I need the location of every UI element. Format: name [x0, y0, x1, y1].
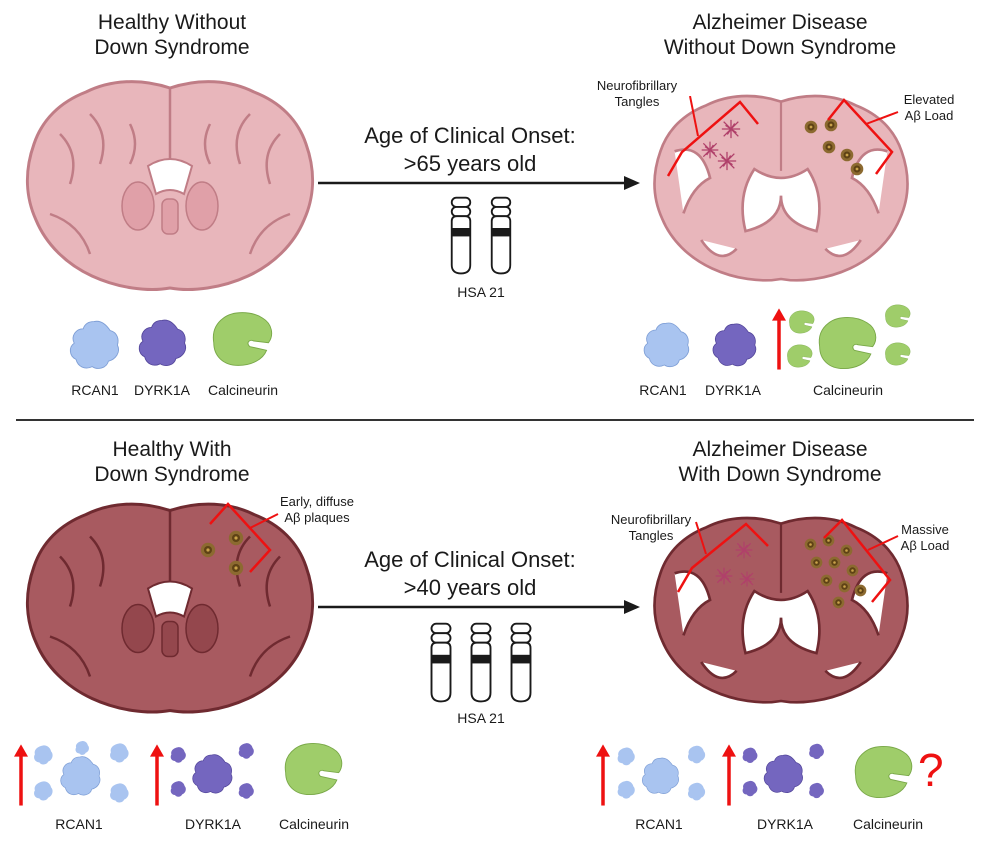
increase-arrow-icon	[772, 308, 786, 370]
panel-title-healthy-without-ds: Healthy Without Down Syndrome	[72, 10, 272, 60]
title-line: Down Syndrome	[94, 36, 250, 59]
title-line: Alzheimer Disease	[692, 438, 868, 461]
calcineurin-label: Calcineurin	[812, 382, 884, 398]
bracket-load	[827, 98, 899, 175]
annotation-load-top: Elevated Aβ Load	[884, 92, 974, 124]
annotation-line: Aβ plaques	[284, 510, 350, 525]
ds-brain-illustration	[25, 502, 315, 714]
annotation-tangles-bottom: Neurofibrillary Tangles	[596, 512, 706, 544]
rcan1-label: RCAN1	[71, 382, 119, 398]
title-line: With Down Syndrome	[678, 463, 882, 486]
onset-line: Age of Clinical Onset:	[364, 123, 576, 148]
calcineurin-protein-icon	[284, 742, 343, 796]
dyrk1a-label: DYRK1A	[704, 382, 762, 398]
healthy-brain-illustration	[25, 80, 315, 291]
calcineurin-protein-icon	[854, 745, 913, 799]
dyrk1a-label: DYRK1A	[184, 816, 242, 832]
annotation-load-bottom: Massive Aβ Load	[880, 522, 970, 554]
panel-title-ad-with-ds: Alzheimer Disease With Down Syndrome	[660, 437, 900, 487]
section-divider	[16, 419, 974, 421]
bracket-tangles	[676, 521, 769, 593]
title-line: Healthy Without	[97, 11, 247, 34]
increase-arrow-icon	[150, 744, 164, 806]
calcineurin-label: Calcineurin	[278, 816, 350, 832]
chromosome-icon	[430, 622, 452, 703]
annotation-line: Elevated	[903, 92, 955, 107]
rcan1-cluster-icon	[617, 745, 706, 801]
annotation-line: Tangles	[614, 94, 660, 109]
progression-arrow-top	[318, 176, 640, 190]
bracket-load	[823, 518, 899, 603]
title-line: Down Syndrome	[94, 463, 250, 486]
chromosome-icon	[490, 196, 512, 275]
question-mark: ?	[918, 744, 944, 796]
dyrk1a-protein-icon	[138, 319, 187, 366]
annotation-line: Neurofibrillary	[596, 78, 678, 93]
chromosome-group-top	[446, 196, 516, 276]
progression-arrow-bottom	[318, 600, 640, 614]
onset-age: >40 years old	[403, 575, 537, 600]
chromosome-icon	[510, 622, 532, 703]
title-line: Healthy With	[112, 438, 232, 461]
annotation-tangles-top: Neurofibrillary Tangles	[582, 78, 692, 110]
rcan1-label: RCAN1	[55, 816, 103, 832]
panel-title-healthy-with-ds: Healthy With Down Syndrome	[72, 437, 272, 487]
calcineurin-protein-icon	[212, 312, 273, 366]
chromosome-group-bottom	[426, 622, 536, 706]
calcineurin-label: Calcineurin	[207, 382, 279, 398]
chromosome-icon	[470, 622, 492, 703]
title-line: Without Down Syndrome	[663, 36, 897, 59]
onset-line: Age of Clinical Onset:	[364, 547, 576, 572]
increase-arrow-icon	[14, 744, 28, 806]
calcineurin-cluster-icon	[787, 304, 911, 370]
bracket-plaques	[209, 502, 279, 573]
chromosome-icon	[450, 196, 472, 275]
title-line: Alzheimer Disease	[692, 11, 868, 34]
rcan1-label: RCAN1	[635, 816, 683, 832]
panel-title-ad-without-ds: Alzheimer Disease Without Down Syndrome	[660, 10, 900, 60]
dyrk1a-label: DYRK1A	[756, 816, 814, 832]
rcan1-protein-icon	[69, 320, 119, 369]
rcan1-label: RCAN1	[639, 382, 687, 398]
annotation-line: Aβ Load	[904, 108, 954, 123]
onset-text-top: Age of Clinical Onset: >65 years old	[340, 122, 600, 178]
calcineurin-label: Calcineurin	[852, 816, 924, 832]
chromosome-label-top: HSA 21	[457, 284, 505, 300]
annotation-line: Early, diffuse	[280, 494, 354, 509]
annotation-line: Tangles	[628, 528, 674, 543]
increase-arrow-icon	[722, 744, 736, 806]
rcan1-protein-icon	[643, 322, 690, 368]
rcan1-cluster-icon	[34, 740, 129, 803]
increase-arrow-icon	[596, 744, 610, 806]
annotation-plaques: Early, diffuse Aβ plaques	[262, 494, 372, 526]
chromosome-label-bottom: HSA 21	[457, 710, 505, 726]
annotation-line: Neurofibrillary	[610, 512, 692, 527]
bracket-tangles	[666, 96, 759, 177]
annotation-line: Massive	[901, 522, 949, 537]
dyrk1a-cluster-icon	[742, 743, 824, 799]
dyrk1a-label: DYRK1A	[133, 382, 191, 398]
dyrk1a-cluster-icon	[170, 743, 254, 799]
dyrk1a-protein-icon	[712, 323, 757, 367]
annotation-line: Aβ Load	[900, 538, 950, 553]
onset-text-bottom: Age of Clinical Onset: >40 years old	[340, 546, 600, 602]
onset-age: >65 years old	[403, 151, 537, 176]
